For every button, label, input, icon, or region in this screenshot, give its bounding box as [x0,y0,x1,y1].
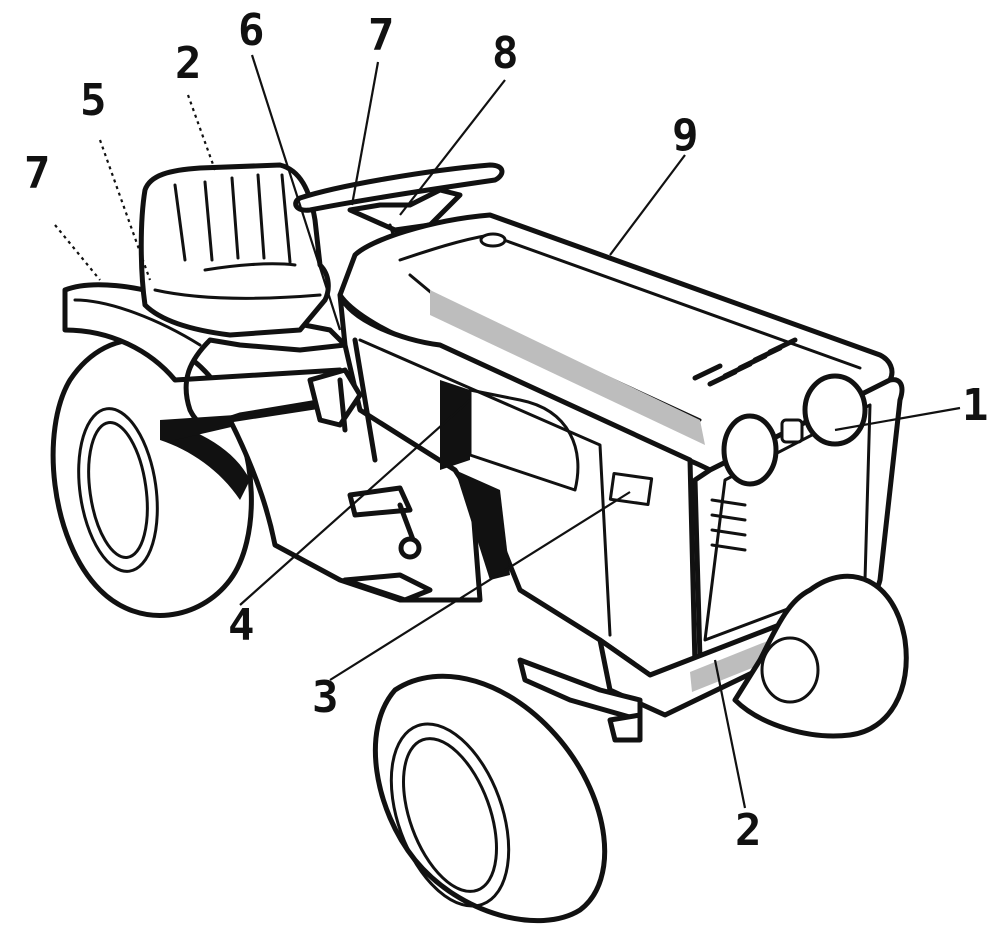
callout-7-left: 7 [24,148,51,199]
callout-2-seat: 2 [175,38,202,89]
callout-labels: 1 2 3 4 5 2 6 7 8 9 7 [24,5,989,856]
callout-9: 9 [672,110,699,161]
leader-8 [399,79,506,216]
leader-4 [239,399,471,606]
levers [307,337,433,603]
hood-vents [692,337,798,387]
front-axle [517,657,643,743]
leader-2-front [713,659,747,809]
callout-3: 3 [312,672,339,723]
callout-7-top: 7 [368,10,395,61]
leader-9 [609,154,686,256]
callout-6: 6 [238,5,265,56]
leader-6 [250,54,342,331]
emblem-icon [780,418,804,444]
leader-3 [329,491,631,681]
leader-1 [834,406,961,432]
leader-7-left [54,224,101,281]
callout-5: 5 [80,75,107,126]
leader-7-top [350,61,380,206]
callout-2-front: 2 [735,805,762,856]
leader-2-seat [186,94,217,171]
callout-1: 1 [962,380,989,431]
seat [138,162,331,338]
right-headlight-icon [802,373,868,447]
left-headlight-icon [721,413,779,487]
front-left-wheel [372,673,608,924]
leader-lines [54,54,961,809]
callout-8: 8 [492,28,519,79]
front-right-wheel [732,573,909,739]
callout-4: 4 [228,600,255,651]
